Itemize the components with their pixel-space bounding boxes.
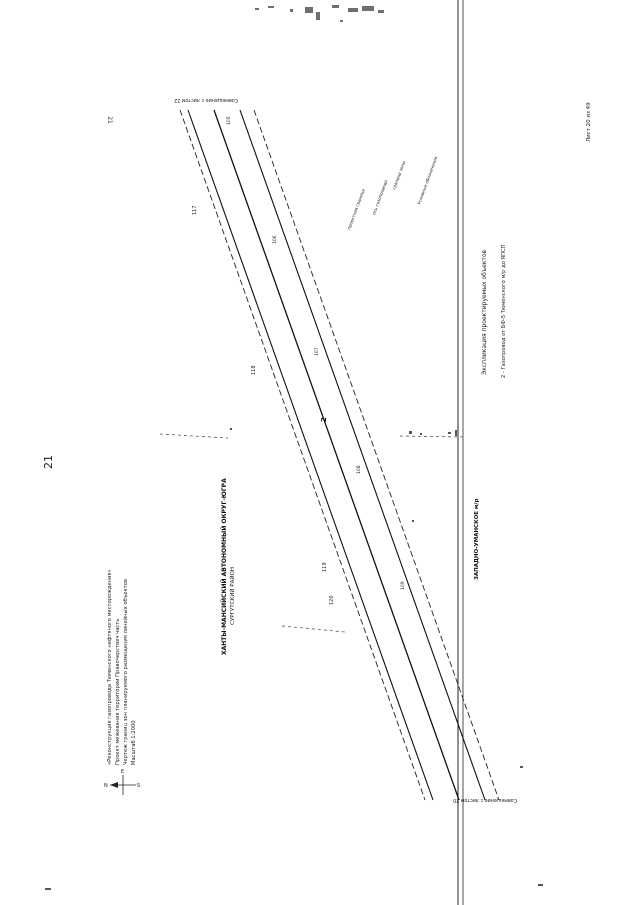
page-number: 21 — [42, 455, 55, 469]
note-line-1: Условные обозначения — [416, 155, 438, 205]
road-label-1: 105 — [226, 116, 232, 125]
header-notes: «Реконструкция газопровода Тюменского не… — [107, 569, 137, 765]
sheet-number-corner: 21 — [106, 116, 113, 124]
compass-north: N — [104, 783, 108, 789]
plot-labels: 117 118 119 120 — [192, 205, 335, 605]
pipeline-corridor — [179, 109, 500, 801]
header-note-1: «Реконструкция газопровода Тюменского не… — [107, 569, 113, 765]
boundary-solid-1 — [187, 109, 434, 801]
road-label-4: 108 — [356, 465, 362, 474]
road-label-5: 109 — [400, 581, 406, 590]
road-labels: 105 106 107 108 109 — [226, 116, 406, 590]
note-line-2: граница зоны — [391, 160, 406, 190]
plot-label-120: 120 — [329, 595, 335, 605]
plot-label-117: 117 — [192, 205, 198, 215]
region-title: ХАНТЫ-МАНСИЙСКИЙ АВТОНОМНЫЙ ОКРУГ-ЮГРА — [220, 478, 228, 655]
district-label: ЗАПАДНО-УМАНСКОЕ м/р — [474, 499, 480, 580]
boundary-solid-2 — [239, 109, 486, 801]
sheet-info: Лист 20 из 49 — [586, 102, 592, 142]
road-label-3: 107 — [314, 347, 320, 356]
notes-block: Условные обозначения граница зоны ось га… — [346, 155, 438, 230]
note-line-4: проектная граница — [346, 188, 366, 230]
boundary-dashed-left — [179, 109, 426, 801]
plot-label-119: 119 — [322, 562, 328, 572]
join-label-top: Совмещение с листом 22 — [174, 97, 238, 103]
region-subtitle: СУРГУТСКИЙ РАЙОН — [229, 567, 236, 625]
header-note-2: Проект межевания территории Правочерстве… — [115, 619, 121, 765]
boundary-dashed-right — [253, 109, 500, 801]
object-label: 2 — [320, 417, 328, 422]
cross-lines — [159, 433, 467, 633]
join-label-bottom: Совмещение с листом 20 — [453, 797, 517, 803]
scan-marks — [45, 428, 543, 890]
legend-item: 2 - Газопровод от БФ-5 Тюменского м/р до… — [501, 244, 507, 378]
compass-icon: N E S — [104, 769, 140, 795]
note-line-3: ось газопровода — [371, 179, 388, 216]
header-note-4: Масштаб 1:2000 — [131, 720, 137, 765]
plot-label-118: 118 — [251, 365, 257, 375]
header-note-3: Чертеж границ зон планируемого размещени… — [122, 579, 129, 765]
scan-noise-top — [255, 5, 384, 22]
compass-east: E — [121, 769, 124, 775]
road-label-2: 106 — [272, 235, 278, 244]
legend-title: Экспликация проектируемых объектов — [481, 249, 488, 375]
compass-south: S — [137, 783, 140, 789]
pipeline-axis — [213, 109, 460, 801]
